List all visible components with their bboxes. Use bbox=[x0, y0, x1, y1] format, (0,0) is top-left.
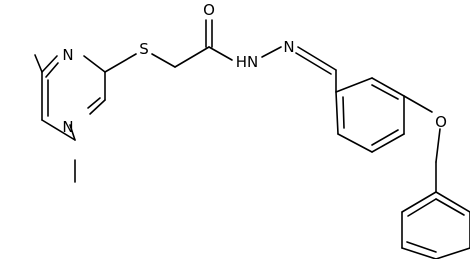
bond bbox=[104, 53, 137, 73]
bond bbox=[41, 119, 76, 141]
atom-label-s: S bbox=[139, 40, 149, 58]
bond bbox=[406, 241, 437, 253]
bond bbox=[41, 55, 58, 73]
atom-label-o: O bbox=[203, 1, 215, 19]
bond bbox=[435, 128, 441, 163]
bond bbox=[435, 191, 470, 213]
bond bbox=[69, 124, 76, 141]
bond bbox=[371, 133, 405, 153]
bond bbox=[261, 46, 282, 58]
atom-label-o: O bbox=[435, 113, 447, 131]
bond bbox=[337, 133, 373, 153]
atom-label-n: N bbox=[283, 38, 294, 56]
bond bbox=[403, 95, 433, 113]
bond bbox=[45, 62, 59, 78]
bond bbox=[335, 91, 339, 135]
bond bbox=[174, 46, 210, 68]
bond bbox=[401, 247, 437, 260]
bond bbox=[371, 77, 405, 97]
bond bbox=[335, 77, 373, 93]
bond bbox=[342, 96, 345, 129]
bond bbox=[407, 198, 437, 217]
atom-label-hn: HN bbox=[236, 53, 259, 71]
atom-label-n: N bbox=[62, 118, 73, 136]
bond bbox=[435, 198, 465, 216]
bond bbox=[151, 53, 176, 68]
bond bbox=[83, 55, 106, 73]
bond bbox=[371, 129, 399, 146]
bond bbox=[401, 191, 437, 213]
bond bbox=[371, 84, 399, 100]
bond bbox=[208, 46, 233, 61]
bond bbox=[89, 99, 106, 115]
atom-label-n: N bbox=[62, 46, 73, 64]
bond bbox=[297, 46, 337, 71]
bond bbox=[87, 97, 101, 109]
bond bbox=[34, 54, 43, 73]
bond bbox=[295, 52, 332, 75]
bond bbox=[435, 247, 470, 260]
